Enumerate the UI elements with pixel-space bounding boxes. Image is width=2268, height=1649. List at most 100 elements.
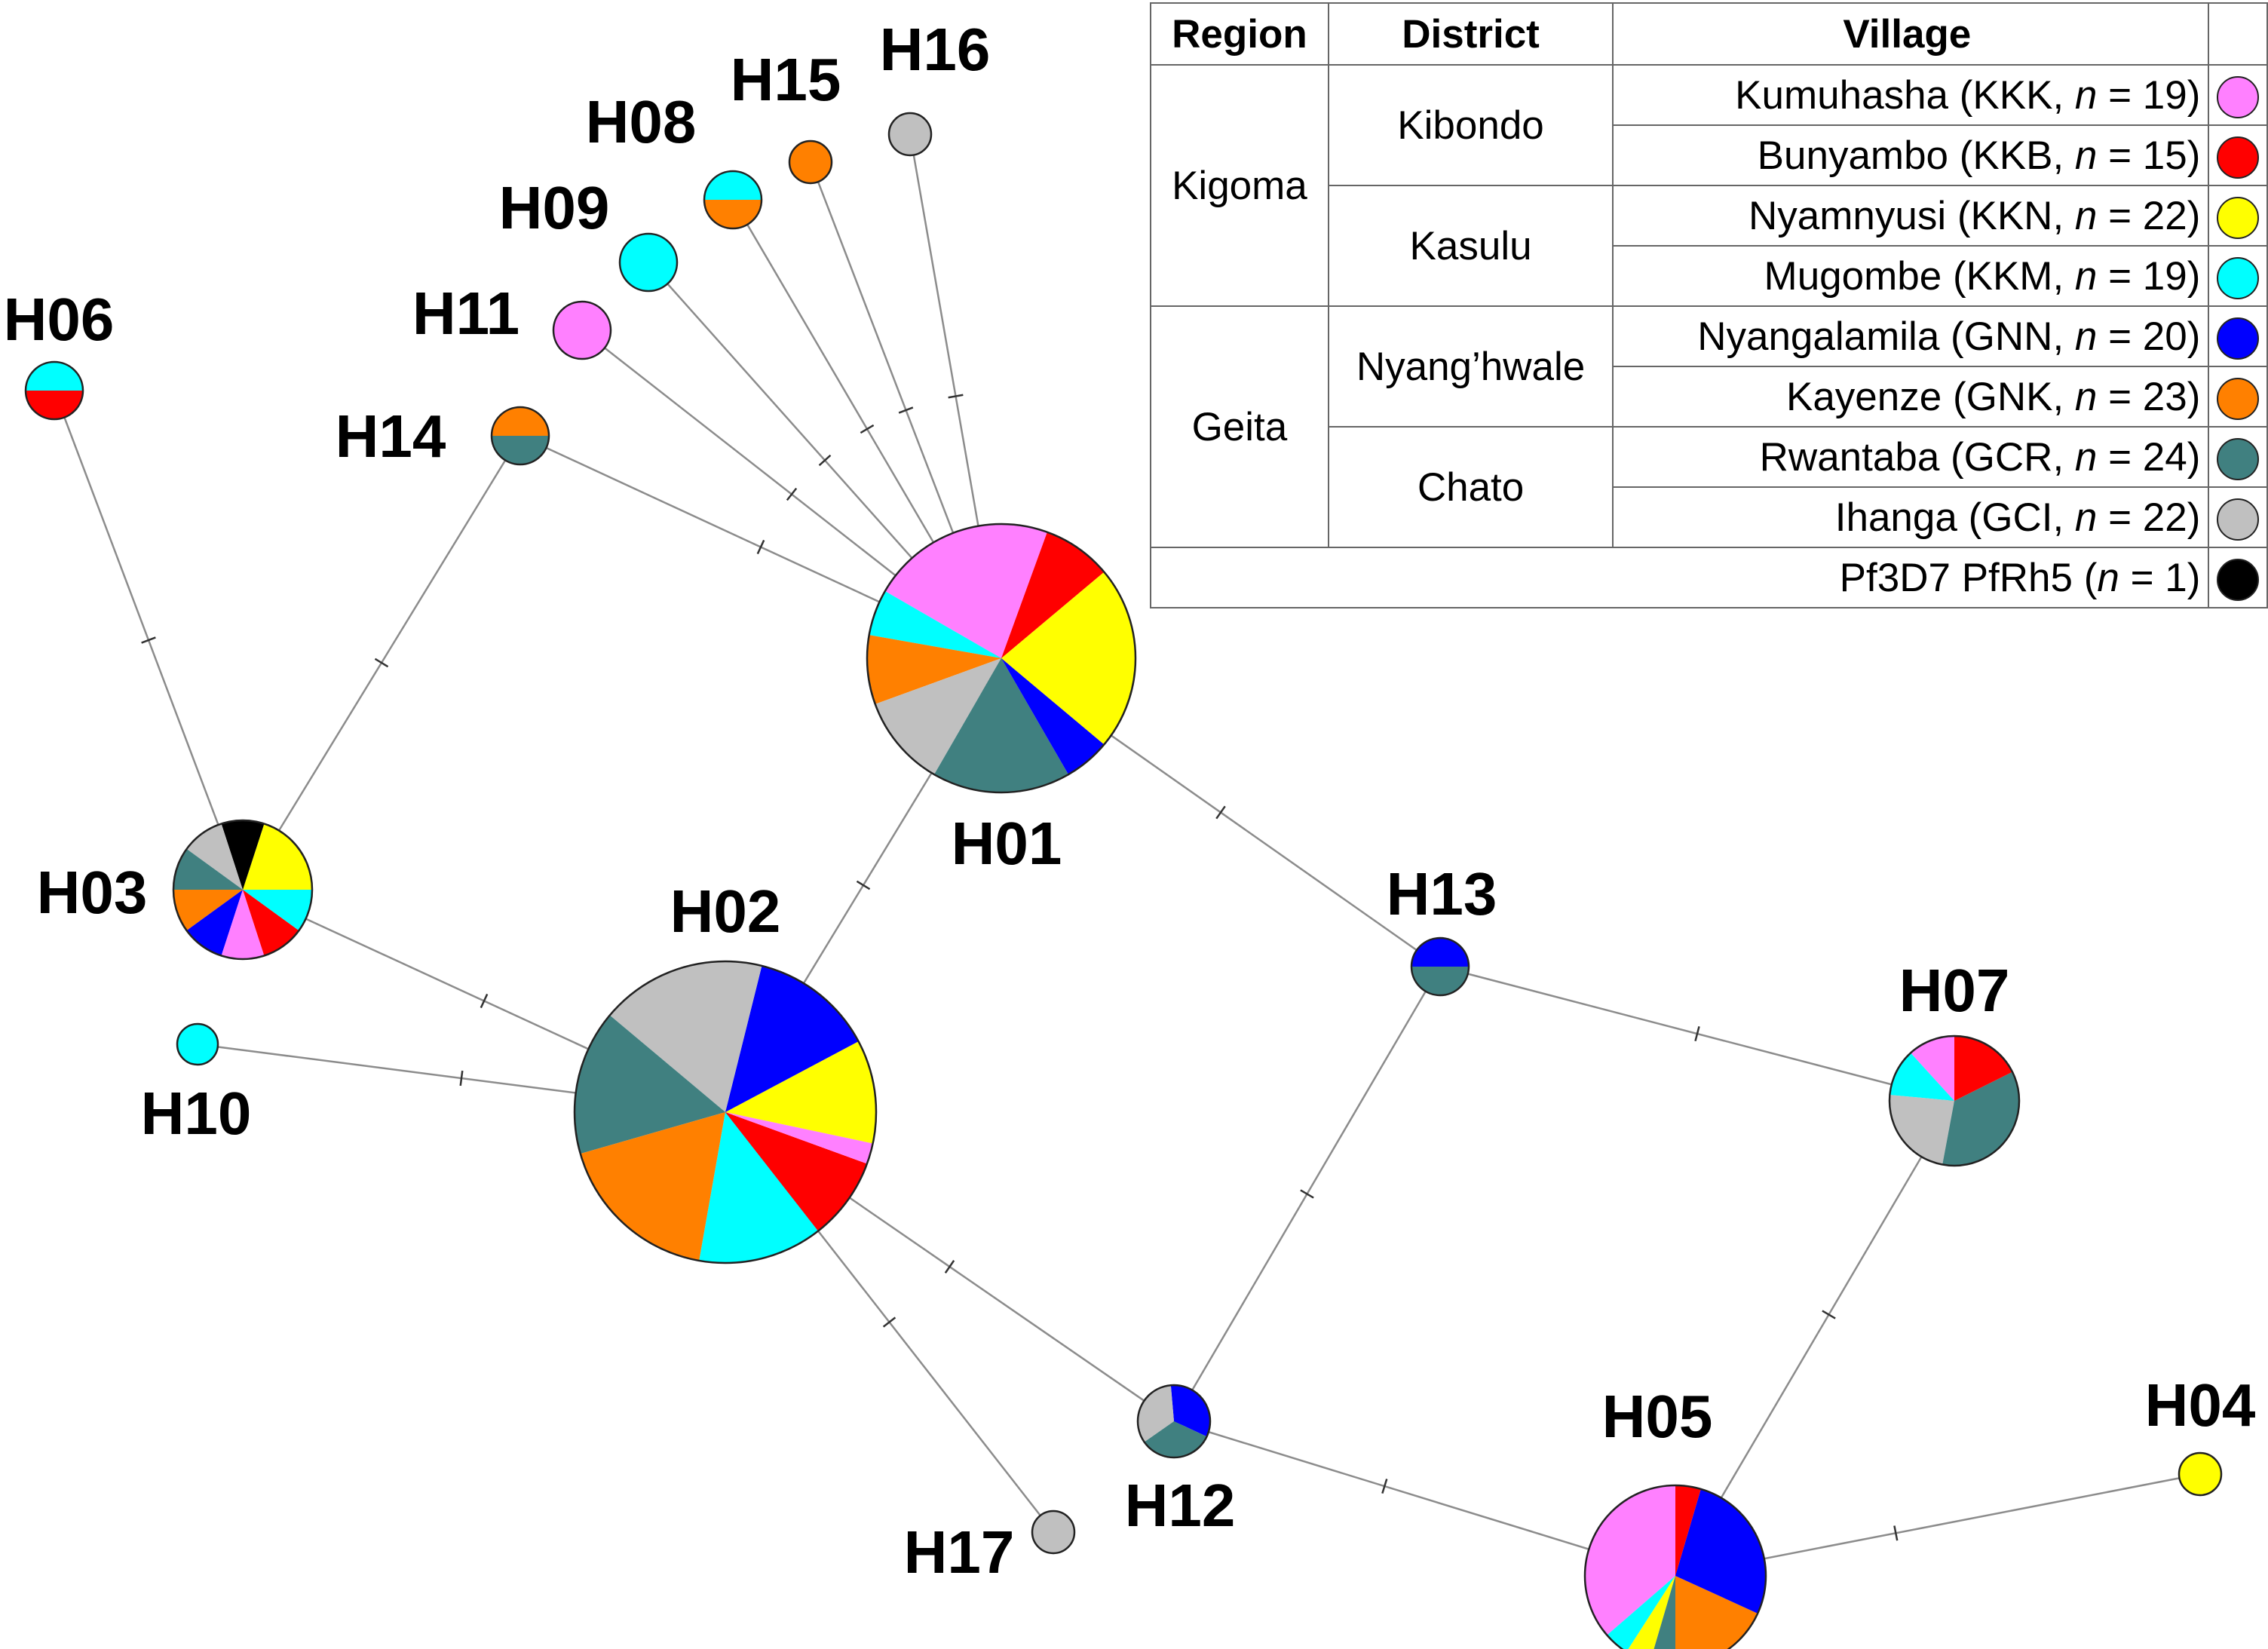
legend-swatch-gnk: [2217, 378, 2260, 420]
legend-swatch-cell: [2208, 64, 2268, 126]
legend-n-symbol: n: [2074, 434, 2098, 480]
haplotype-node-h03: [172, 819, 314, 961]
pie-slice-gcr: [1942, 1071, 2019, 1166]
nodes-layer: [24, 112, 2223, 1649]
haplotype-label-h05: H05: [1602, 1383, 1713, 1450]
legend-n-symbol: n: [2074, 374, 2098, 419]
legend-swatch-cell: [2208, 486, 2268, 548]
haplotype-node-h06: [24, 360, 84, 421]
pie-slice-kkk: [553, 302, 611, 359]
pie-slice-kkk: [221, 890, 265, 959]
legend-village-name: Ihanga (GCI,: [1834, 495, 2075, 540]
legend-header-district: District: [1327, 2, 1614, 66]
haplotype-node-h12: [1136, 1384, 1212, 1459]
node-outline: [172, 819, 314, 961]
legend-village-name: Mugombe (KKM,: [1764, 253, 2075, 299]
legend-swatch-cell: [2208, 547, 2268, 608]
legend-village-cell: Ihanga (GCI, n = 22): [1612, 486, 2210, 548]
node-outline: [887, 112, 933, 157]
legend-swatch-gcr: [2217, 438, 2260, 480]
legend-region-cell: Geita: [1150, 305, 1329, 548]
node-outline: [552, 300, 612, 360]
legend-header-village: Village: [1612, 2, 2210, 66]
legend-district-cell: Kibondo: [1327, 64, 1614, 186]
pie-slice-kkm: [26, 362, 83, 391]
legend-village-cell: Rwantaba (GCR, n = 24): [1612, 426, 2210, 488]
legend-swatch-cell: [2208, 185, 2268, 247]
haplotype-node-h04: [2178, 1451, 2223, 1497]
haplotype-node-h07: [1888, 1034, 2021, 1167]
haplotype-label-h12: H12: [1125, 1472, 1236, 1539]
pie-slice-gnn: [725, 965, 859, 1112]
pie-slice-gnk: [704, 200, 762, 228]
pie-slice-gcr: [1144, 1421, 1207, 1458]
haplotype-label-h16: H16: [880, 16, 991, 83]
legend-village-name: Kayenze (GNK,: [1785, 374, 2075, 419]
haplotype-node-h05: [1583, 1484, 1767, 1649]
legend-row: Kayenze (GNK, n = 23): [1151, 366, 2268, 428]
pie-slice-gnk: [789, 141, 832, 183]
pie-slice-kkn: [243, 823, 312, 890]
pie-slice-kkn: [725, 1041, 876, 1144]
pie-slice-gnn: [1001, 658, 1105, 775]
pie-slice-kkk: [725, 1112, 873, 1164]
pie-slice-kkn: [2179, 1453, 2221, 1495]
legend-swatch-kkk: [2217, 76, 2260, 118]
pie-slice-kkb: [725, 1112, 867, 1231]
legend-n-symbol: n: [2074, 193, 2098, 238]
haplotype-label-h10: H10: [141, 1080, 252, 1147]
pie-slice-kkm: [1889, 1053, 1954, 1101]
pie-slice-gnk: [1675, 1576, 1758, 1649]
pie-slice-kkb: [243, 890, 299, 956]
haplotype-node-h13: [1410, 936, 1470, 997]
legend-village-count: = 22): [2097, 495, 2201, 540]
node-outline: [703, 170, 763, 230]
pie-slice-kkb: [1954, 1036, 2012, 1101]
pie-slice-kkb: [26, 391, 83, 419]
legend-village-name: Kumuhasha (KKK,: [1735, 72, 2075, 118]
haplotype-label-h09: H09: [499, 174, 610, 241]
pie-slice-gcr: [575, 1015, 725, 1154]
pie-slice-kkm: [699, 1112, 819, 1263]
haplotype-node-h14: [490, 406, 550, 466]
legend-village-count: = 24): [2097, 434, 2201, 480]
legend-village-cell: Mugombe (KKM, n = 19): [1612, 245, 2210, 307]
legend-reference-count: = 1): [2119, 555, 2201, 600]
legend-header-row: Region District Village: [1150, 2, 2268, 66]
mutation-tick: [786, 487, 798, 501]
legend-n-symbol: n: [2074, 495, 2098, 540]
haplotype-node-h08: [703, 170, 763, 230]
haplotype-label-h04: H04: [2145, 1372, 2256, 1439]
node-outline: [1031, 1510, 1076, 1555]
legend-row: Mugombe (KKM, n = 19): [1151, 245, 2268, 307]
node-outline: [788, 139, 833, 185]
pie-slice-gcr: [934, 658, 1068, 792]
legend-swatch-cell: [2208, 426, 2268, 488]
legend-district-cell: Chato: [1327, 426, 1614, 548]
pie-slice-gcr: [173, 848, 243, 890]
legend-village-name: Rwantaba (GCR,: [1759, 434, 2075, 480]
pie-slice-gci: [1889, 1095, 1954, 1165]
pie-slice-gnk: [492, 407, 549, 436]
haplotype-node-h15: [788, 139, 833, 185]
legend-swatch-cell: [2208, 245, 2268, 307]
legend-village-count: = 20): [2097, 314, 2201, 359]
legend-table: Region District Village Kigoma Kibondo K…: [1149, 2, 2268, 608]
mutation-tick: [882, 1316, 896, 1328]
legend-n-symbol: n: [2074, 314, 2098, 359]
labels-layer: H01H02H03H04H05H06H07H08H09H10H11H12H13H…: [4, 16, 2256, 1586]
pie-slice-kkm: [243, 890, 312, 931]
legend-swatch-cell: [2208, 366, 2268, 428]
pie-slice-gnn: [1411, 938, 1469, 967]
legend-swatch-pf3d7: [2217, 559, 2260, 601]
node-outline: [24, 360, 84, 421]
pie-slice-kkb: [1001, 532, 1105, 658]
legend-district-cell: Kasulu: [1327, 185, 1614, 307]
edge-h07-h05: [1674, 1100, 1956, 1577]
haplotype-node-h17: [1031, 1510, 1076, 1555]
mutation-tick: [1300, 1189, 1314, 1199]
pie-slice-gci: [875, 658, 1001, 775]
pie-slice-gnk: [867, 635, 1001, 704]
pie-slice-gnk: [580, 1112, 725, 1261]
pie-slice-gcr: [1411, 967, 1469, 995]
